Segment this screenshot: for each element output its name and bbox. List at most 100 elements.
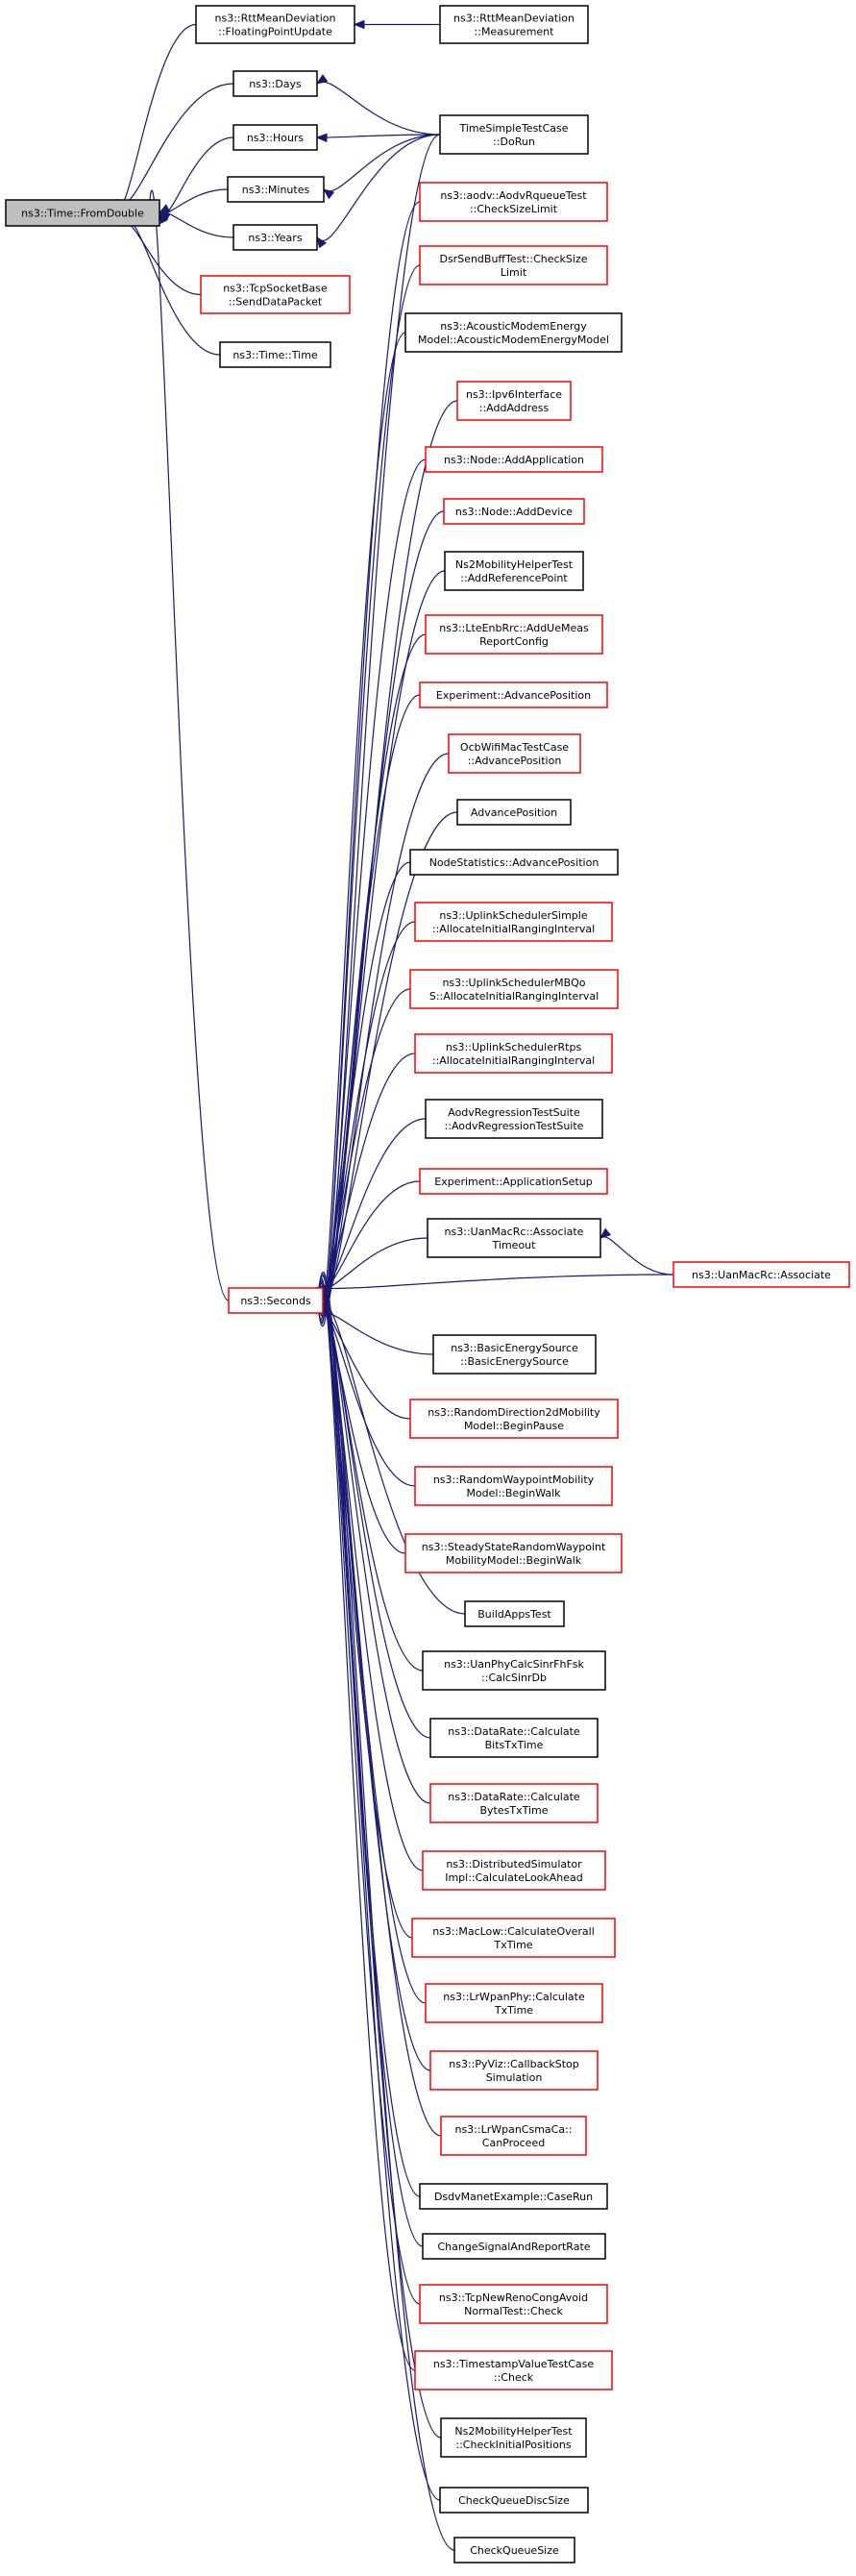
node-label: ReportConfig (479, 635, 549, 648)
node-box (404, 312, 623, 353)
node-box (444, 551, 584, 591)
node-randway[interactable]: ns3::RandomWaypointMobilityModel::BeginW… (414, 1466, 613, 1506)
node-years[interactable]: ns3::Years (232, 224, 318, 251)
edge-dsrsend-to-seconds (312, 264, 421, 1323)
node-ulsimple[interactable]: ns3::UplinkSchedulerSimple::AllocateInit… (414, 902, 613, 942)
node-box (419, 182, 608, 222)
node-label: ns3::UplinkSchedulerMBQo (442, 977, 585, 989)
node-label: NodeStatistics::AdvancePosition (429, 856, 599, 869)
edge-expadv-to-seconds (313, 694, 421, 1308)
node-tcpsock[interactable]: ns3::TcpSocketBase::SendDataPacket (200, 275, 351, 314)
node-aodvreg[interactable]: AodvRegressionTestSuite::AodvRegressionT… (425, 1099, 603, 1139)
node-ns2init[interactable]: Ns2MobilityHelperTest::CheckInitialPosit… (440, 2417, 587, 2458)
node-dsrsend[interactable]: DsrSendBuffTest::CheckSizeLimit (419, 245, 608, 285)
node-box (440, 2417, 587, 2458)
node-ulrtps[interactable]: ns3::UplinkSchedulerRtps::AllocateInitia… (414, 1033, 613, 1074)
node-label: ns3::UanMacRc::Associate (445, 1226, 584, 1238)
node-steadyrw[interactable]: ns3::SteadyStateRandomWaypointMobilityMo… (404, 1533, 623, 1573)
node-label: Simulation (486, 2071, 543, 2084)
node-addapp[interactable]: ns3::Node::AddApplication (425, 446, 603, 473)
node-label: ns3::RttMeanDeviation (215, 12, 336, 25)
node-hours[interactable]: ns3::Hours (232, 124, 318, 151)
node-buildapps[interactable]: BuildAppsTest (464, 1600, 565, 1627)
node-label: ::SendDataPacket (229, 296, 323, 309)
node-lrwpancsma[interactable]: ns3::LrWpanCsmaCa::CanProceed (440, 2116, 587, 2156)
node-timetime[interactable]: ns3::Time::Time (219, 341, 331, 368)
node-dorun[interactable]: TimeSimpleTestCase::DoRun (439, 114, 589, 155)
node-label: DsdvManetExample::CaseRun (434, 2191, 593, 2203)
node-advpos[interactable]: AdvancePosition (456, 799, 572, 826)
edge-hours-to-fromdouble (159, 136, 234, 224)
node-randdir[interactable]: ns3::RandomDirection2dMobilityModel::Beg… (409, 1399, 619, 1439)
node-label: ::AddReferencePoint (460, 572, 568, 584)
node-changesig[interactable]: ChangeSignalAndReportRate (422, 2233, 606, 2260)
node-label: CanProceed (482, 2137, 545, 2149)
node-uanphy[interactable]: ns3::UanPhyCalcSinrFhFsk::CalcSinrDb (422, 1650, 606, 1691)
node-box (411, 1918, 616, 1958)
node-adddev[interactable]: ns3::Node::AddDevice (443, 498, 585, 525)
node-box (414, 902, 613, 942)
node-rttfp[interactable]: ns3::RttMeanDeviation::FloatingPointUpda… (195, 5, 355, 44)
node-box (425, 446, 603, 473)
nodes-layer: ns3::Time::FromDouble ns3::RttMeanDeviati… (5, 5, 850, 2564)
node-label: Timeout (492, 1239, 537, 1251)
node-box (429, 1783, 599, 1823)
node-box (440, 2116, 587, 2156)
node-box (5, 199, 160, 227)
node-box (414, 1466, 613, 1506)
node-aodvrq[interactable]: ns3::aodv::AodvRqueueTest::CheckSizeLimi… (419, 182, 608, 222)
node-ocbwifi[interactable]: OcbWifiMacTestCase::AdvancePosition (448, 733, 581, 774)
node-label: ::CheckInitialPositions (455, 2439, 572, 2451)
node-seconds[interactable]: ns3::Seconds (228, 1287, 324, 1314)
node-expapp[interactable]: Experiment::ApplicationSetup (419, 1168, 608, 1195)
edge-days-to-fromdouble (116, 83, 234, 211)
edge-aodvrq-to-seconds (312, 201, 421, 1325)
node-days[interactable]: ns3::Days (232, 70, 318, 97)
node-label: ns3::DataRate::Calculate (448, 1791, 580, 1803)
node-label: ns3::SteadyStateRandomWaypoint (422, 1541, 606, 1553)
node-checkqdisc[interactable]: CheckQueueDiscSize (439, 2487, 589, 2514)
node-label: ns3::TcpSocketBase (223, 283, 328, 295)
node-label: ChangeSignalAndReportRate (437, 2241, 590, 2253)
node-label: AdvancePosition (471, 806, 557, 819)
node-label: ns3::TimestampValueTestCase (433, 2358, 595, 2370)
node-box (456, 381, 572, 421)
node-tcpnewreno[interactable]: ns3::TcpNewRenoCongAvoidNormalTest::Chec… (419, 2284, 608, 2324)
node-box (425, 1099, 603, 1139)
node-nodestat[interactable]: NodeStatistics::AdvancePosition (409, 849, 619, 876)
node-label: ns3::Time::Time (232, 349, 318, 361)
node-label: ::AllocateInitialRangingInterval (432, 923, 595, 935)
node-checkq[interactable]: CheckQueueSize (453, 2537, 575, 2564)
node-label: ns3::PyViz::CallbackStop (449, 2058, 578, 2070)
node-box (404, 1533, 623, 1573)
node-dsdv[interactable]: DsdvManetExample::CaseRun (419, 2183, 608, 2210)
node-ulmbqos[interactable]: ns3::UplinkSchedulerMBQoS::AllocateIniti… (409, 969, 619, 1009)
node-label: ::CalcSinrDb (481, 1672, 547, 1684)
node-acoustic[interactable]: ns3::AcousticModemEnergyModel::AcousticM… (404, 312, 623, 353)
node-fromdouble[interactable]: ns3::Time::FromDouble (5, 199, 160, 227)
edges-layer (114, 19, 674, 2551)
node-distsim[interactable]: ns3::DistributedSimulatorImpl::Calculate… (422, 1850, 606, 1891)
node-timestamp[interactable]: ns3::TimestampValueTestCase::Check (414, 2350, 613, 2390)
node-box (439, 2487, 589, 2514)
node-ns2ref[interactable]: Ns2MobilityHelperTest::AddReferencePoint (444, 551, 584, 591)
node-label: ::Measurement (475, 26, 555, 38)
node-label: ::CheckSizeLimit (470, 203, 558, 215)
node-label: BytesTxTime (479, 1804, 548, 1817)
node-expadv[interactable]: Experiment::AdvancePosition (419, 681, 608, 708)
node-ipv6[interactable]: ns3::Ipv6Interface::AddAddress (456, 381, 572, 421)
node-rttmeas[interactable]: ns3::RttMeanDeviation::Measurement (439, 5, 589, 44)
node-minutes[interactable]: ns3::Minutes (227, 176, 325, 203)
node-label: Experiment::AdvancePosition (436, 689, 591, 702)
node-uanassoc[interactable]: ns3::UanMacRc::Associate (673, 1261, 850, 1288)
edge-rttmeas-to-rttfp (353, 19, 440, 30)
node-box (422, 1850, 606, 1891)
node-basicenergy[interactable]: ns3::BasicEnergySource::BasicEnergySourc… (432, 1334, 597, 1375)
